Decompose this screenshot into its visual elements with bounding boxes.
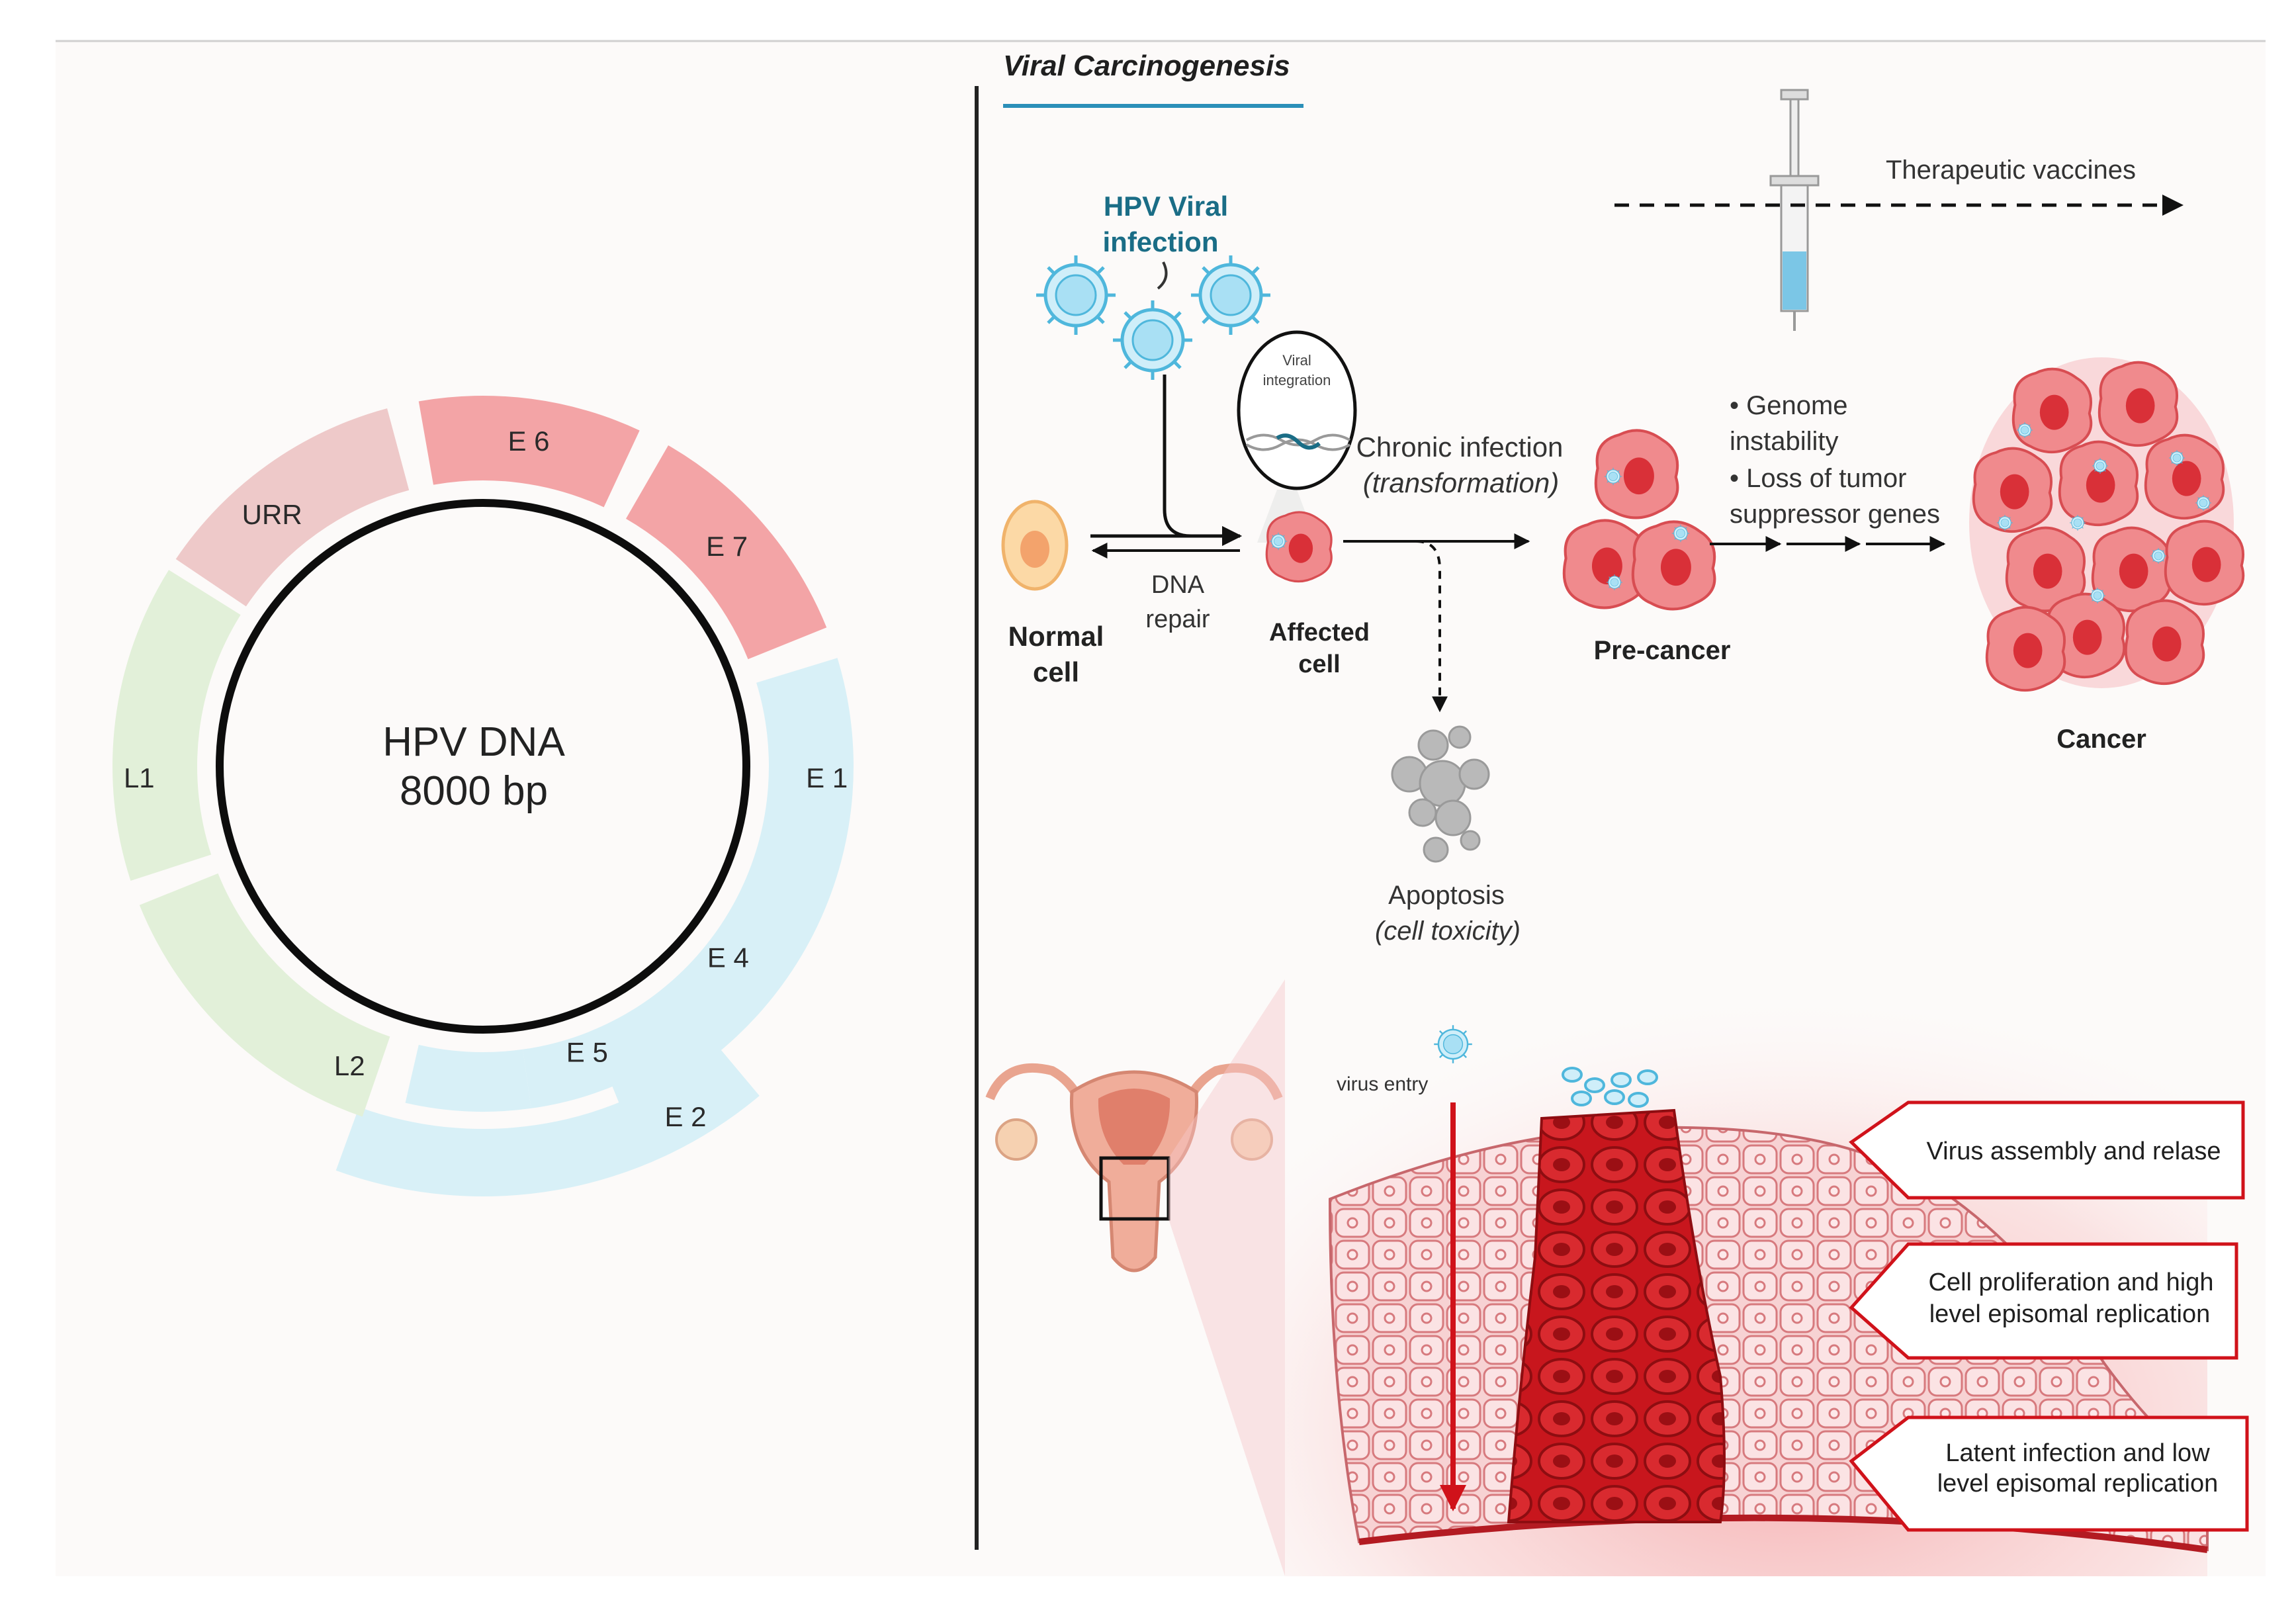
genome-instability-label-2: instability bbox=[1730, 427, 1839, 456]
segment-e4 bbox=[523, 1018, 646, 1108]
affected-cell-label-2: cell bbox=[1298, 650, 1340, 678]
segment-e2 bbox=[335, 1044, 760, 1196]
callout-proliferation: Cell proliferation and high level episom… bbox=[1849, 1242, 2238, 1360]
apoptotic-cell-icon bbox=[1391, 725, 1490, 863]
callout-latent: Latent infection and low level episomal … bbox=[1849, 1415, 2249, 1532]
dna-repair-label-2: repair bbox=[1145, 605, 1210, 633]
hpv-infection-label: HPV Viral bbox=[1104, 191, 1228, 222]
callout-assembly: Virus assembly and relase bbox=[1849, 1100, 2245, 1200]
genome-title: HPV DNA bbox=[382, 719, 565, 765]
segment-e7 bbox=[626, 445, 827, 660]
virion-icon bbox=[2195, 494, 2212, 512]
cancer-cell-icon bbox=[2144, 433, 2225, 520]
proliferation-label: Cell proliferation and high bbox=[1929, 1269, 2214, 1296]
virion-icon bbox=[1671, 524, 1690, 543]
hpv-genome-map: URR E 6 E 7 E 1 E 4 E 5 E 2 L2 L1 HPV DNA 8000 b… bbox=[112, 396, 854, 1196]
virion-icon bbox=[1606, 574, 1623, 591]
proliferation-label-2: level episomal replication bbox=[1929, 1300, 2211, 1328]
segment-l1 bbox=[112, 570, 241, 881]
precancer-label: Pre-cancer bbox=[1594, 636, 1731, 665]
loss-tumor-suppressor-label: • Loss of tumor bbox=[1730, 464, 1906, 493]
cancer-cell-icon bbox=[2097, 361, 2179, 447]
virion-icon bbox=[2069, 514, 2086, 531]
segment-label-l1: L1 bbox=[124, 762, 155, 793]
segment-label-e7: E 7 bbox=[706, 531, 748, 562]
latent-label-2: level episomal replication bbox=[1937, 1470, 2219, 1498]
segment-e1 bbox=[590, 658, 854, 1110]
segment-label-e4: E 4 bbox=[707, 942, 749, 973]
virion-icon bbox=[2016, 422, 2033, 439]
genome-instability-label: • Genome bbox=[1730, 391, 1848, 420]
therapeutic-arrowhead bbox=[2162, 195, 2184, 216]
dna-repair-label: DNA bbox=[1151, 571, 1205, 599]
segment-e6 bbox=[418, 396, 640, 508]
assembly-label: Virus assembly and relase bbox=[1927, 1138, 2221, 1165]
latent-label: Latent infection and low bbox=[1945, 1439, 2210, 1467]
cancer-cell-icon bbox=[1985, 605, 2066, 692]
segment-label-l2: L2 bbox=[334, 1050, 365, 1081]
apoptosis-arrow bbox=[1415, 540, 1448, 713]
viral-integration-label: Viral bbox=[1282, 352, 1311, 369]
segment-urr bbox=[175, 408, 410, 607]
dna-ring bbox=[216, 499, 750, 1034]
loss-tumor-suppressor-label-2: suppressor genes bbox=[1730, 500, 1940, 529]
virion-icon bbox=[2089, 587, 2106, 604]
released-virions-icon bbox=[1562, 1067, 1658, 1108]
viral-integration-label-2: integration bbox=[1263, 372, 1331, 388]
segment-l2 bbox=[139, 873, 390, 1117]
segment-label-urr: URR bbox=[242, 499, 302, 530]
cancer-cell-icon bbox=[2164, 519, 2245, 606]
segment-label-e6: E 6 bbox=[508, 425, 550, 457]
normal-cell-icon bbox=[1001, 500, 1069, 591]
virion-icon bbox=[1113, 300, 1192, 380]
therapeutic-vaccines-label: Therapeutic vaccines bbox=[1886, 156, 2136, 185]
apoptosis-label-2: (cell toxicity) bbox=[1375, 917, 1521, 946]
cancer-cell-icon bbox=[2011, 367, 2093, 454]
virion-icon bbox=[1269, 532, 1288, 551]
infected-cell-column bbox=[1507, 1108, 1726, 1523]
cancer-cell-icon bbox=[1972, 447, 2053, 533]
virus-entry-label: virus entry bbox=[1337, 1073, 1428, 1095]
virion-icon bbox=[2168, 449, 2186, 467]
cancer-cell-icon bbox=[2058, 440, 2139, 527]
normal-cell-label: Normal bbox=[1008, 621, 1104, 652]
basement-membrane bbox=[1358, 1514, 2208, 1553]
uterus-icon bbox=[985, 1063, 1283, 1273]
normal-cell-label-2: cell bbox=[1033, 656, 1079, 688]
segment-e5 bbox=[405, 1044, 531, 1112]
hpv-infection-label-2: infection bbox=[1103, 226, 1219, 257]
segment-label-e1: E 1 bbox=[806, 762, 848, 793]
affected-cell-label: Affected bbox=[1269, 619, 1370, 647]
segment-label-e5: E 5 bbox=[566, 1036, 608, 1067]
virion-icon bbox=[1996, 514, 2013, 531]
virion-icon bbox=[1191, 255, 1270, 335]
cervical-tissue-panel: virus entry Virus assembly and relase Ce… bbox=[985, 979, 2249, 1576]
cancer-cell-cluster-icon bbox=[1969, 357, 2245, 692]
genome-size: 8000 bp bbox=[400, 768, 548, 814]
virion-icon bbox=[2150, 547, 2167, 564]
segment-label-e2: E 2 bbox=[664, 1101, 706, 1132]
cancer-cell-icon bbox=[2124, 599, 2205, 686]
chronic-infection-label: Chronic infection bbox=[1356, 431, 1564, 463]
virion-icon bbox=[1036, 255, 1116, 335]
virion-icon bbox=[1604, 467, 1622, 486]
panel-title: Viral Carcinogenesis bbox=[1003, 50, 1290, 82]
apoptosis-label: Apoptosis bbox=[1388, 881, 1505, 910]
zoom-wedge bbox=[1169, 979, 1285, 1576]
chronic-infection-label-2: (transformation) bbox=[1363, 467, 1559, 498]
carcinogenesis-panel: Viral Carcinogenesis HPV Viral infection… bbox=[1001, 50, 2245, 946]
cancer-label: Cancer bbox=[2056, 725, 2146, 754]
virion-icon bbox=[2092, 457, 2109, 474]
infection-pointer bbox=[1157, 261, 1168, 290]
